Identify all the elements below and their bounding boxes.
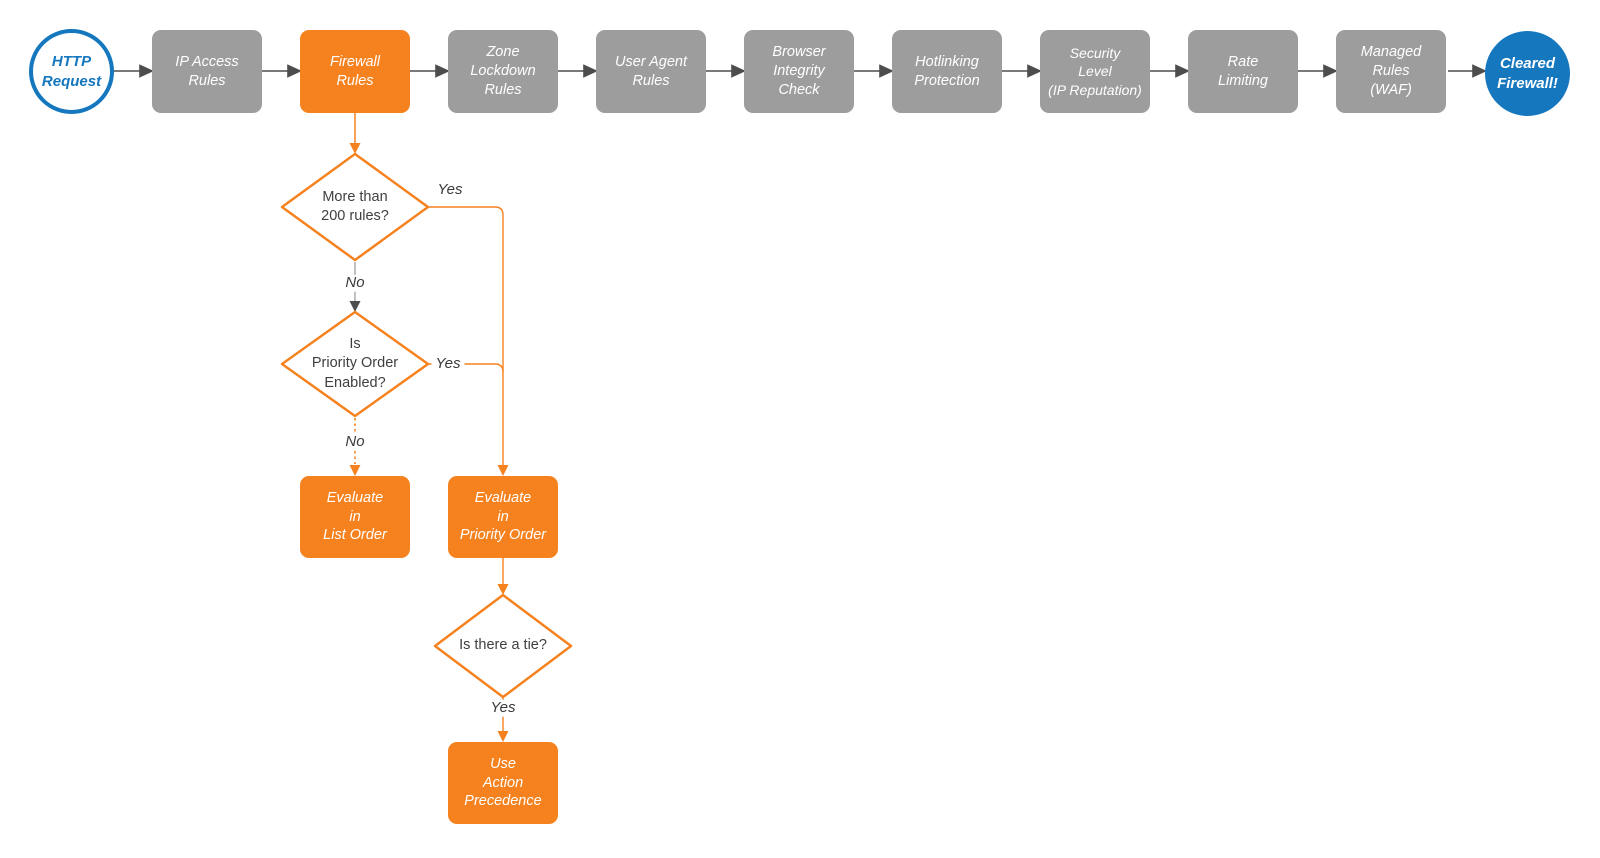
step-user-agent-rules: User Agent Rules [596, 30, 706, 113]
action-label: Evaluate in List Order [323, 489, 387, 544]
top-row-arrows [113, 64, 1487, 78]
step-label: Browser Integrity Check [772, 44, 826, 98]
step-label: Hotlinking Protection [914, 53, 980, 89]
end-node-cleared-firewall: Cleared Firewall! [1485, 31, 1570, 116]
action-use-action-precedence: Use Action Precedence [448, 742, 558, 824]
start-node-http-request: HTTP Request [29, 29, 114, 114]
step-hotlinking-protection: Hotlinking Protection [892, 30, 1002, 113]
step-label: Zone Lockdown Rules [470, 44, 536, 98]
edge-priority-to-d3 [497, 558, 509, 595]
step-label: Rate Limiting [1218, 53, 1268, 89]
action-label: Evaluate in Priority Order [459, 489, 547, 544]
start-node-label: HTTP Request [41, 53, 102, 90]
action-label: Use Action Precedence [464, 755, 542, 810]
step-security-level: Security Level (IP Reputation) [1040, 30, 1150, 113]
step-managed-rules-waf: Managed Rules (WAF) [1336, 30, 1446, 113]
step-browser-integrity-check: Browser Integrity Check [744, 30, 854, 113]
decision-diamond-tie [433, 593, 573, 699]
edge-label-d1-yes: Yes [437, 180, 463, 198]
edge-firewall-to-d1 [349, 113, 361, 154]
decision-diamond-priority-enabled [280, 310, 430, 418]
edge-label-d1-no: No [341, 274, 369, 292]
edge-d1-yes [428, 206, 504, 465]
decision-priority-enabled-label: Is Priority Order Enabled? [311, 336, 399, 391]
decision-200-rules-label: More than 200 rules? [321, 188, 389, 224]
edge-label-d2-yes: Yes [431, 355, 465, 373]
action-evaluate-priority-order: Evaluate in Priority Order [448, 476, 558, 558]
step-rate-limiting: Rate Limiting [1188, 30, 1298, 113]
edge-label-d2-no: No [341, 433, 369, 451]
step-label: IP Access Rules [175, 53, 239, 89]
step-ip-access-rules: IP Access Rules [152, 30, 262, 113]
step-firewall-rules: Firewall Rules [300, 30, 410, 113]
edge-label-d3-yes: Yes [486, 699, 520, 717]
step-label: Security Level (IP Reputation) [1048, 45, 1142, 98]
step-zone-lockdown-rules: Zone Lockdown Rules [448, 30, 558, 113]
step-label: Firewall Rules [330, 53, 380, 89]
end-node-label: Cleared Firewall! [1497, 55, 1558, 92]
action-evaluate-list-order: Evaluate in List Order [300, 476, 410, 558]
step-label: Managed Rules (WAF) [1360, 44, 1422, 98]
step-label: User Agent Rules [615, 53, 687, 89]
edge-d2-yes [428, 363, 504, 373]
decision-tie-label: Is there a tie? [459, 637, 547, 654]
edge-d1-yes-arrowhead [497, 465, 509, 476]
decision-diamond-200-rules [280, 152, 430, 262]
